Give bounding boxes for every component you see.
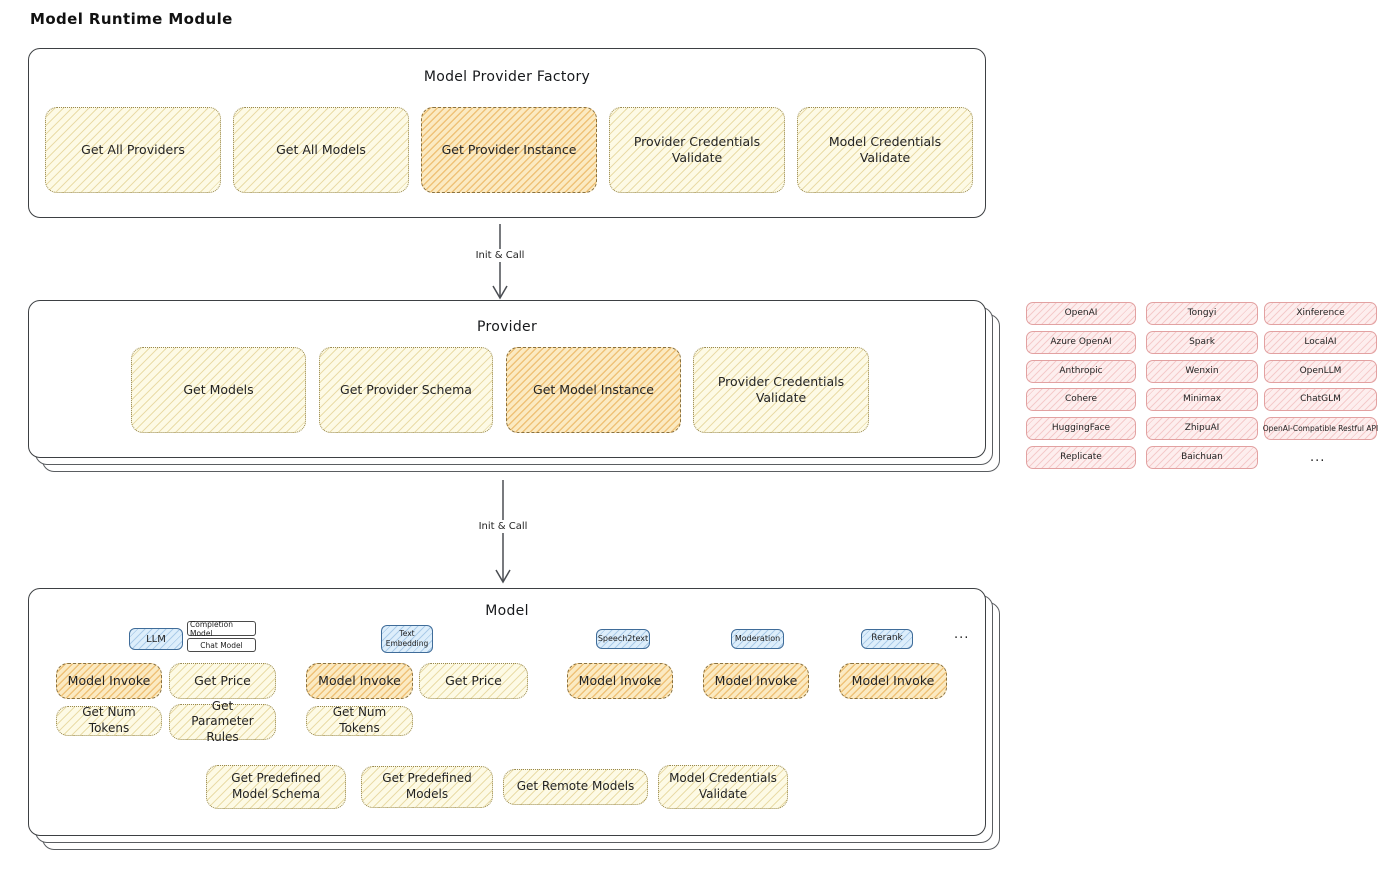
model-title: Model: [485, 603, 529, 619]
model-type-moderation: Moderation: [731, 629, 784, 649]
model-invoke-llm: Model Invoke: [56, 663, 162, 699]
factory-get-all-providers: Get All Providers: [45, 107, 221, 193]
grid-cell-huggingface: HuggingFace: [1026, 417, 1136, 440]
provider-container: Provider Get Models Get Provider Schema …: [28, 300, 986, 458]
arrow-factory-to-provider: [492, 224, 508, 300]
get-price-text-embedding: Get Price: [419, 663, 528, 699]
grid-cell-openai-compatible-restful-api: OpenAI-Compatible Restful API: [1263, 417, 1378, 440]
factory-get-provider-instance: Get Provider Instance: [421, 107, 597, 193]
model-type-completion-model: Completion Model: [187, 620, 256, 638]
model-invoke-rerank: Model Invoke: [839, 663, 947, 699]
grid-cell-baichuan: Baichuan: [1146, 446, 1258, 469]
model-type-rerank: Rerank: [861, 629, 913, 649]
provider-get-provider-schema: Get Provider Schema: [319, 347, 493, 433]
grid-cell-openllm: OpenLLM: [1264, 360, 1377, 383]
grid-more-ellipsis: ...: [1310, 450, 1326, 465]
model-invoke-moderation: Model Invoke: [703, 663, 809, 699]
grid-cell-minimax: Minimax: [1146, 388, 1258, 411]
arrow-label-init-call-2: Init & Call: [469, 520, 537, 533]
grid-cell-replicate: Replicate: [1026, 446, 1136, 469]
provider-title: Provider: [476, 319, 538, 335]
grid-cell-openai: OpenAI: [1026, 302, 1136, 325]
grid-cell-anthropic: Anthropic: [1026, 360, 1136, 383]
grid-cell-zhipuai: ZhipuAI: [1146, 417, 1258, 440]
model-type-chat-model: Chat Model: [187, 638, 256, 652]
provider-provider-credentials-validate: Provider Credentials Validate: [693, 347, 869, 433]
factory-title: Model Provider Factory: [423, 69, 591, 85]
grid-cell-wenxin: Wenxin: [1146, 360, 1258, 383]
grid-cell-cohere: Cohere: [1026, 388, 1136, 411]
get-price-llm: Get Price: [169, 663, 276, 699]
model-container: Model LLM Completion Model Chat Model Te…: [28, 588, 986, 836]
grid-cell-tongyi: Tongyi: [1146, 302, 1258, 325]
model-types-more-ellipsis: ...: [954, 627, 970, 642]
provider-get-model-instance: Get Model Instance: [506, 347, 681, 433]
page-title: Model Runtime Module: [30, 10, 233, 28]
get-num-tokens-text-embedding: Get Num Tokens: [306, 705, 413, 736]
model-credentials-validate: Model Credentials Validate: [658, 765, 788, 809]
get-predefined-model-schema: Get Predefined Model Schema: [206, 765, 346, 809]
grid-cell-xinference: Xinference: [1264, 302, 1377, 325]
model-type-text-embedding: Text Embedding: [381, 625, 433, 653]
get-predefined-models: Get Predefined Models: [361, 766, 493, 808]
grid-cell-spark: Spark: [1146, 331, 1258, 354]
model-invoke-speech2text: Model Invoke: [567, 663, 673, 699]
model-type-speech2text: Speech2text: [596, 629, 650, 649]
get-remote-models: Get Remote Models: [503, 769, 648, 805]
factory-get-all-models: Get All Models: [233, 107, 409, 193]
arrow-label-init-call-1: Init & Call: [466, 249, 534, 262]
grid-cell-localai: LocalAI: [1264, 331, 1377, 354]
factory-container: Model Provider Factory Get All Providers…: [28, 48, 986, 218]
model-invoke-text-embedding: Model Invoke: [306, 663, 413, 699]
grid-cell-chatglm: ChatGLM: [1264, 388, 1377, 411]
get-parameter-rules-llm: Get Parameter Rules: [169, 699, 276, 744]
factory-model-credentials-validate: Model Credentials Validate: [797, 107, 973, 193]
model-type-llm: LLM: [129, 628, 183, 650]
factory-provider-credentials-validate: Provider Credentials Validate: [609, 107, 785, 193]
get-num-tokens-llm: Get Num Tokens: [56, 705, 162, 736]
provider-get-models: Get Models: [131, 347, 306, 433]
grid-cell-azure-openai: Azure OpenAI: [1026, 331, 1136, 354]
